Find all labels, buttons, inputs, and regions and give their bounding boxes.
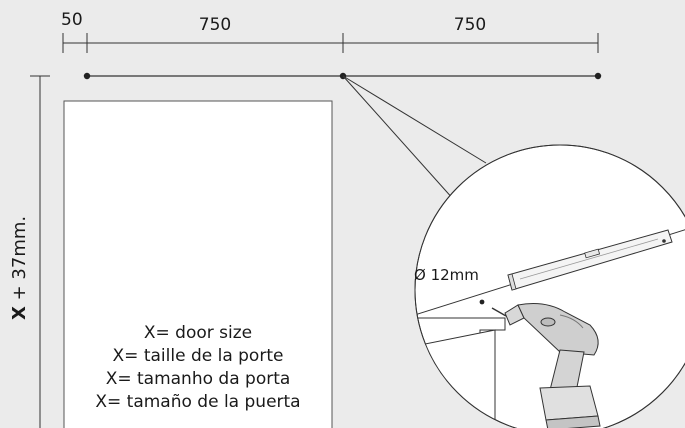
- callout-lines: [342, 75, 487, 211]
- height-dimension-line: [30, 75, 50, 428]
- anchor-point-left: [83, 72, 91, 80]
- top-dimension-line: [62, 33, 599, 53]
- offset-label: 50: [61, 10, 83, 30]
- drill-hole-point: [479, 299, 485, 305]
- detail-magnifier: [414, 144, 685, 428]
- spirit-level: [507, 229, 673, 291]
- rail-line: [83, 72, 602, 80]
- segment-2-label: 750: [454, 15, 486, 35]
- caption-french: X= taille de la porte: [113, 346, 284, 366]
- segment-1-label: 750: [199, 15, 231, 35]
- caption-portuguese: X= tamanho da porta: [106, 369, 291, 389]
- caption-spanish: X= tamaño de la puerta: [95, 392, 300, 412]
- drill-icon: [491, 303, 601, 428]
- door-captions: X= door size X= taille de la porte X= ta…: [95, 323, 300, 412]
- door-panel: [63, 100, 333, 428]
- hole-diameter-label: Ø 12mm: [414, 266, 479, 284]
- caption-english: X= door size: [144, 323, 252, 343]
- height-label: X + 37mm.: [9, 216, 30, 320]
- anchor-point-right: [594, 72, 602, 80]
